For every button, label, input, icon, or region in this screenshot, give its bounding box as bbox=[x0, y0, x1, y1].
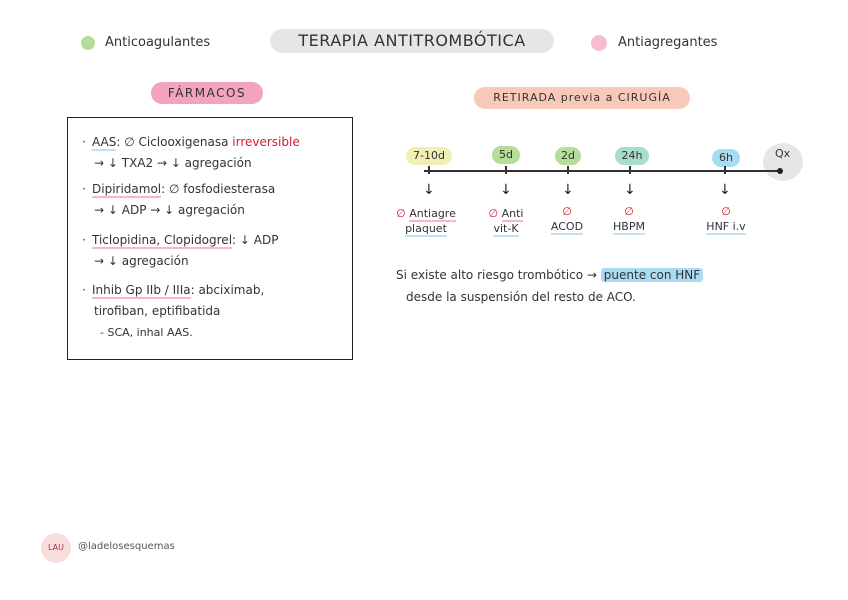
drug-highlight: irreversible bbox=[232, 135, 300, 149]
legend-antiagregantes-label: Antiagregantes bbox=[618, 35, 718, 50]
timeline-drug-hbpm: ∅ HBPM bbox=[603, 204, 655, 235]
note-text-part1: Si existe alto riesgo trombótico → bbox=[396, 268, 601, 282]
drug-name: Ticlopidina, Clopidogrel bbox=[92, 233, 233, 249]
drug-name: AAS bbox=[92, 135, 117, 151]
drug-examples: tirofiban, eptifibatida bbox=[94, 304, 221, 318]
timeline-drug-line1: Antiagre bbox=[409, 207, 456, 222]
timeline-drug-line2: vit-K bbox=[493, 222, 519, 237]
timeline-tick bbox=[724, 166, 726, 174]
drug-effect: → ↓ TXA2 → ↓ agregación bbox=[94, 156, 252, 170]
down-arrow-icon: ↓ bbox=[719, 182, 731, 198]
bridging-note: Si existe alto riesgo trombótico → puent… bbox=[396, 264, 796, 308]
bullet-dot: · bbox=[82, 283, 86, 297]
bullet-dot: · bbox=[82, 135, 86, 149]
down-arrow-icon: ↓ bbox=[500, 182, 512, 198]
timeline-badge-24h: 24h bbox=[615, 147, 649, 165]
anticoagulant-color-dot bbox=[81, 36, 95, 50]
farmacos-box: · AAS: ∅ Ciclooxigenasa irreversible → ↓ … bbox=[67, 117, 353, 360]
null-symbol-icon: ∅ bbox=[396, 207, 406, 220]
drug-mechanism: : ∅ Ciclooxigenasa bbox=[116, 135, 233, 149]
timeline-end-dot bbox=[777, 168, 783, 174]
legend-anticoagulantes-label: Anticoagulantes bbox=[105, 35, 211, 50]
author-handle: @ladelosesquemas bbox=[78, 541, 175, 552]
timeline-tick bbox=[428, 166, 430, 174]
note-text-part2: desde la suspensión del resto de ACO. bbox=[406, 290, 636, 304]
null-symbol-icon: ∅ bbox=[488, 207, 499, 220]
drug-name: Dipiridamol bbox=[92, 182, 162, 198]
drug-item-tienopiridinas: · Ticlopidina, Clopidogrel: ↓ ADP → ↓ agr… bbox=[82, 230, 344, 272]
timeline-badge-5d: 5d bbox=[492, 146, 520, 164]
timeline-drug-line1: ACOD bbox=[550, 220, 584, 235]
timeline-tick bbox=[505, 166, 507, 174]
retirada-heading: RETIRADA previa a CIRUGÍA bbox=[474, 87, 690, 109]
timeline-badge-7-10d: 7-10d bbox=[406, 147, 452, 165]
farmacos-heading: FÁRMACOS bbox=[151, 82, 263, 104]
drug-item-aas: · AAS: ∅ Ciclooxigenasa irreversible → ↓ … bbox=[82, 132, 344, 174]
timeline-drug-line1: HBPM bbox=[613, 220, 645, 235]
timeline-drug-acod: ∅ ACOD bbox=[543, 204, 591, 235]
note-highlight: puente con HNF bbox=[600, 268, 704, 282]
timeline-drug-line2: plaquet bbox=[405, 222, 447, 237]
timeline-badge-2d: 2d bbox=[555, 147, 581, 165]
timeline-drug-antiagregantes: ∅ Antiagre plaquet bbox=[386, 206, 466, 237]
drug-mechanism: : abciximab, bbox=[190, 283, 265, 297]
page-title: TERAPIA ANTITROMBÓTICA bbox=[270, 29, 554, 53]
drug-item-inhib-gp: · Inhib Gp IIb / IIIa: abciximab, tirofib… bbox=[82, 280, 344, 343]
timeline-drug-line1: HNF i.v bbox=[706, 220, 746, 235]
timeline-line bbox=[424, 170, 782, 172]
drug-mechanism: : ↓ ADP bbox=[232, 233, 279, 247]
timeline-drug-antivitk: ∅ Anti vit-K bbox=[478, 206, 534, 237]
down-arrow-icon: ↓ bbox=[624, 182, 636, 198]
timeline-drug-hnf: ∅ HNF i.v bbox=[694, 204, 758, 235]
null-symbol-icon: ∅ bbox=[624, 205, 634, 218]
null-symbol-icon: ∅ bbox=[562, 205, 572, 218]
drug-item-dipiridamol: · Dipiridamol: ∅ fosfodiesterasa → ↓ ADP … bbox=[82, 179, 344, 221]
bullet-dot: · bbox=[82, 233, 86, 247]
timeline-badge-6h: 6h bbox=[712, 149, 740, 167]
down-arrow-icon: ↓ bbox=[423, 182, 435, 198]
drug-effect: → ↓ ADP → ↓ agregación bbox=[94, 203, 245, 217]
drug-indication: - SCA, inhal AAS. bbox=[100, 326, 193, 339]
timeline-drug-line1: Anti bbox=[501, 207, 524, 222]
drug-mechanism: : ∅ fosfodiesterasa bbox=[161, 182, 276, 196]
down-arrow-icon: ↓ bbox=[562, 182, 574, 198]
author-logo-icon: LAU bbox=[41, 533, 71, 563]
surgery-label: Qx bbox=[775, 147, 791, 160]
bullet-dot: · bbox=[82, 182, 86, 196]
antiplatelet-color-dot bbox=[591, 35, 607, 51]
timeline-tick bbox=[629, 166, 631, 174]
null-symbol-icon: ∅ bbox=[721, 205, 731, 218]
surgery-circle bbox=[763, 143, 803, 181]
timeline-tick bbox=[567, 166, 569, 174]
drug-name: Inhib Gp IIb / IIIa bbox=[92, 283, 191, 299]
drug-effect: → ↓ agregación bbox=[94, 254, 189, 268]
